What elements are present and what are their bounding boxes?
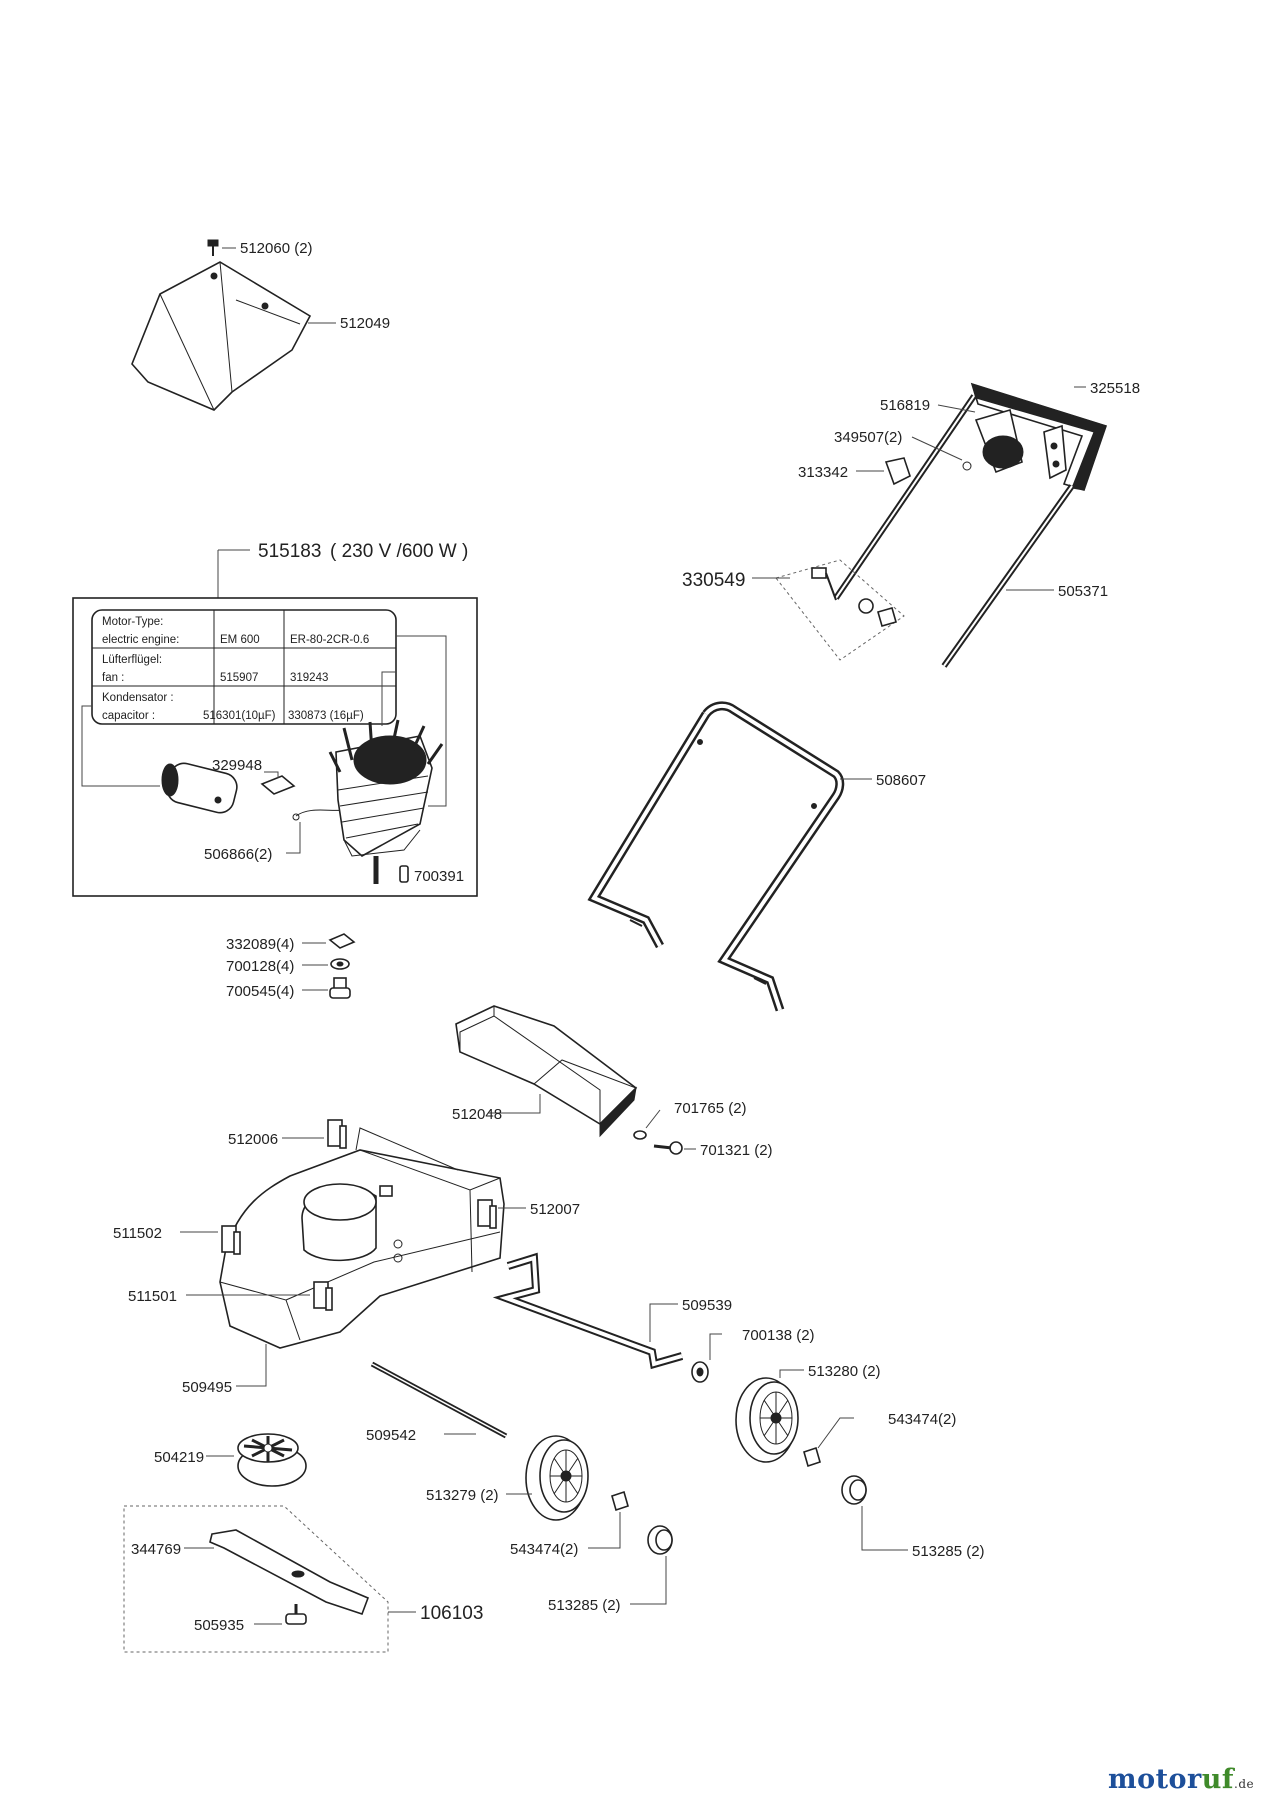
- label-506866: 506866(2): [204, 846, 272, 863]
- motor-group-spec: ( 230 V /600 W ): [330, 541, 468, 562]
- cable-clip-313342-part: [884, 457, 911, 486]
- label-509495: 509495: [182, 1379, 232, 1396]
- table-row1-label-en: electric engine:: [102, 634, 179, 646]
- bolt-part: [329, 977, 351, 999]
- table-row2-label-en: fan :: [102, 672, 124, 684]
- label-700138: 700138 (2): [742, 1327, 815, 1344]
- clip-512007-part: [477, 1199, 497, 1229]
- label-106103: 106103: [420, 1603, 483, 1624]
- washer-part: [330, 958, 350, 970]
- nut-543474-rear-part: [803, 1446, 821, 1468]
- blade-kit-frame: [123, 1505, 389, 1653]
- label-701765: 701765 (2): [674, 1100, 747, 1117]
- label-512007: 512007: [530, 1201, 580, 1218]
- label-505935: 505935: [194, 1617, 244, 1634]
- motor-spec-table: Motor-Type: electric engine: EM 600 ER-8…: [91, 609, 397, 725]
- label-511501: 511501: [128, 1288, 177, 1305]
- logo-brand-b: uf: [1201, 1764, 1235, 1795]
- label-509539: 509539: [682, 1297, 732, 1314]
- label-332089: 332089(4): [226, 936, 294, 953]
- label-512006: 512006: [228, 1131, 278, 1148]
- front-wheel-513279-part: [525, 1435, 589, 1521]
- table-row3-label-de: Kondensator :: [102, 692, 174, 704]
- clip-511501-part: [313, 1281, 333, 1311]
- square-nut-part: [328, 933, 356, 949]
- label-349507: 349507(2): [834, 429, 902, 446]
- nut-543474-front-part: [611, 1490, 629, 1512]
- label-543474-rear: 543474(2): [888, 1411, 956, 1428]
- hub-cap-513285-front-part: [647, 1525, 673, 1555]
- label-700128: 700128(4): [226, 958, 294, 975]
- label-513280: 513280 (2): [808, 1363, 881, 1380]
- motor-group-number: 515183: [258, 541, 321, 562]
- label-330549: 330549: [682, 570, 745, 591]
- hub-cap-513285-rear-part: [841, 1475, 867, 1505]
- table-row1-value1: EM 600: [220, 634, 260, 646]
- capacitor-part: [161, 762, 238, 814]
- label-344769: 344769: [131, 1541, 181, 1558]
- height-adjust-rod-part: [492, 1252, 684, 1370]
- label-513285-rear: 513285 (2): [912, 1543, 985, 1560]
- electric-motor-part: [328, 719, 444, 884]
- lower-handle-part: [587, 701, 845, 1012]
- label-512049: 512049: [340, 315, 390, 332]
- connector-329948-part: [260, 775, 296, 795]
- label-509542: 509542: [366, 1427, 416, 1444]
- table-row1-value2: ER-80-2CR-0.6: [290, 634, 369, 646]
- label-700545: 700545(4): [226, 983, 294, 1000]
- table-row3-value1: 516301(10µF): [203, 710, 276, 722]
- label-505371: 505371: [1058, 583, 1108, 600]
- table-row2-label-de: Lüfterflügel:: [102, 654, 162, 666]
- label-513279: 513279 (2): [426, 1487, 499, 1504]
- table-row3-value2: 330873 (16µF): [288, 710, 364, 722]
- label-516819: 516819: [880, 397, 930, 414]
- table-row3-label-en: capacitor :: [102, 710, 155, 722]
- logo-brand-a: motor: [1108, 1764, 1202, 1795]
- clip-512006-part: [327, 1119, 347, 1149]
- label-504219: 504219: [154, 1449, 204, 1466]
- fastener-set-330549: [775, 559, 905, 661]
- screw-701321-part: [653, 1141, 683, 1155]
- label-512060: 512060 (2): [240, 240, 313, 257]
- motoruf-logo: motoruf.de: [1108, 1764, 1254, 1795]
- label-508607: 508607: [876, 772, 926, 789]
- table-row2-value2: 319243: [290, 672, 328, 684]
- label-543474-front: 543474(2): [510, 1541, 578, 1558]
- clip-511502-part: [221, 1225, 241, 1255]
- label-511502: 511502: [113, 1225, 162, 1242]
- label-325518: 325518: [1090, 380, 1140, 397]
- screw-512060-part: [207, 239, 219, 256]
- table-row2-value1: 515907: [220, 672, 258, 684]
- table-row1-label-de: Motor-Type:: [102, 616, 163, 628]
- label-512048: 512048: [452, 1106, 502, 1123]
- deflector-flap-part: [455, 1005, 638, 1138]
- label-700391: 700391: [414, 868, 464, 885]
- grass-cover-part: [131, 261, 312, 411]
- logo-tld: .de: [1234, 1777, 1255, 1791]
- label-329948: 329948: [212, 757, 262, 774]
- mower-deck-part: [219, 1127, 505, 1349]
- upper-handle-part: [833, 382, 1108, 668]
- blade-bolt-505935-part: [285, 1604, 307, 1625]
- label-313342: 313342: [798, 464, 848, 481]
- fan-adapter-504219-part: [237, 1433, 307, 1487]
- motor-group-frame: [72, 597, 478, 897]
- label-701321: 701321 (2): [700, 1142, 773, 1159]
- blade-344769-part: [209, 1529, 370, 1616]
- label-513285-front: 513285 (2): [548, 1597, 621, 1614]
- rear-wheel-513280-part: [735, 1377, 799, 1463]
- washer-700138-part: [691, 1361, 709, 1383]
